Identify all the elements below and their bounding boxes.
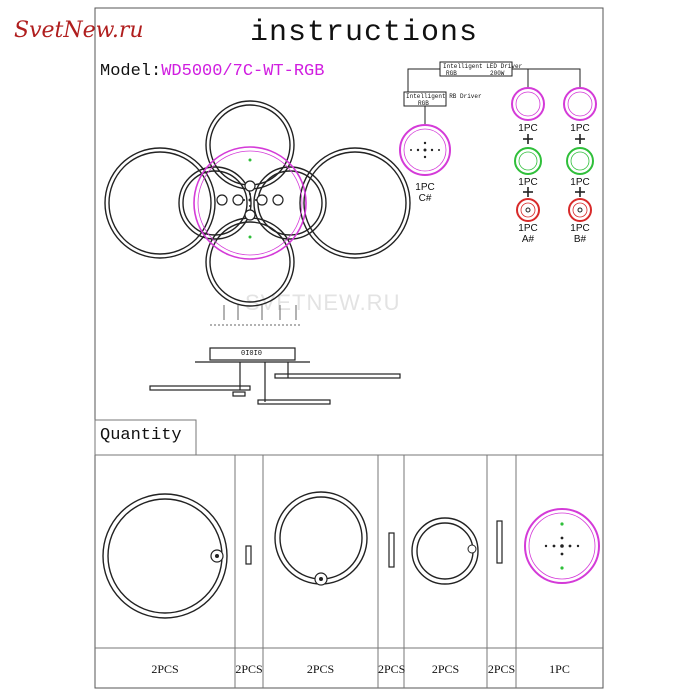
- quantity-table: [94, 419, 603, 688]
- led-dots-top-view: [243, 193, 257, 207]
- center-disc-magenta-inner: [197, 150, 303, 256]
- qty-center-disc: [524, 508, 600, 584]
- qty-count-7: 1PC: [549, 662, 570, 676]
- center-disc-magenta: [193, 146, 307, 260]
- connector-group: [216, 180, 284, 221]
- quantity-label: Quantity: [100, 426, 182, 445]
- piece-b-bot-name: B#: [573, 234, 587, 245]
- side-ring-right: [274, 373, 401, 379]
- piece-b-bot-count: 1PC: [570, 223, 590, 234]
- qty-count-1: 2PCS: [151, 662, 179, 676]
- side-ring-bottom: [257, 399, 331, 405]
- ring-bottom-inner: [209, 221, 291, 303]
- ring-left-inner: [108, 151, 212, 255]
- piece-b-top-count: 1PC: [570, 123, 590, 134]
- qty-count-6: 2PCS: [487, 662, 516, 676]
- qty-large-ring: [102, 493, 228, 619]
- qty-connector-1: [245, 545, 252, 565]
- model-label: Model:: [100, 62, 162, 81]
- remote-text: 0I0I0: [241, 350, 263, 358]
- piece-a-bot-ring: [516, 198, 540, 222]
- ring-right-inner: [303, 151, 407, 255]
- driver-watts: 200W: [490, 70, 505, 77]
- qty-connector-2: [388, 532, 395, 568]
- logo: SvetNew.ru: [14, 18, 144, 43]
- ring-mid-right-outer: [253, 166, 327, 240]
- qty-medium-ring: [274, 491, 368, 585]
- piece-a-mid-ring: [514, 147, 542, 175]
- connector: [216, 194, 228, 206]
- piece-c-leds: [410, 141, 440, 159]
- ring-right-outer: [299, 147, 411, 259]
- ring-mid-right-inner: [257, 170, 323, 236]
- qty-count-3: 2PCS: [306, 662, 335, 676]
- piece-a-bot-name: A#: [521, 234, 535, 245]
- piece-a-top-ring: [511, 87, 545, 121]
- piece-b-mid-count: 1PC: [570, 177, 590, 188]
- ring-left-outer: [104, 147, 216, 259]
- connector: [244, 209, 256, 221]
- piece-b-bot-label: 1PC B#: [560, 223, 600, 245]
- lamp-side-view: [149, 347, 401, 405]
- connector: [244, 180, 256, 192]
- connector: [232, 194, 244, 206]
- lamp-top-view: [104, 100, 411, 307]
- piece-c-count: 1PC: [415, 182, 435, 193]
- page-frame: [94, 7, 604, 689]
- ring-bottom-outer: [205, 217, 295, 307]
- piece-c-ring: [399, 124, 451, 176]
- ring-mid-left-outer: [178, 166, 252, 240]
- piece-a-mid-count: 1PC: [518, 177, 538, 188]
- piece-a-bot-label: 1PC A#: [508, 223, 548, 245]
- piece-b-top-ring: [563, 87, 597, 121]
- connector: [272, 194, 284, 206]
- plus-icons: [523, 134, 585, 197]
- driver-rgb: RGB: [446, 70, 457, 77]
- piece-a-bot-count: 1PC: [518, 223, 538, 234]
- wiring-diagram: [403, 61, 581, 125]
- base-plate: [209, 347, 296, 361]
- piece-b-bot-ring: [568, 198, 592, 222]
- side-ring-left: [149, 385, 251, 391]
- qty-count-2: 2PCS: [235, 662, 263, 676]
- page-title: instructions: [250, 16, 479, 50]
- model-line: Model:WD5000/7C-WT-RGB: [100, 62, 324, 81]
- piece-c-name: C#: [418, 193, 432, 204]
- rgb-driver-rgb: RGB: [418, 100, 429, 107]
- mounting-screws: [210, 305, 300, 326]
- rgb-driver-label: Intelligent RB Driver: [406, 93, 482, 100]
- piece-c-label: 1PC C#: [405, 182, 445, 204]
- driver-label: Intelligent LED Driver: [443, 63, 523, 70]
- piece-a-top-count: 1PC: [518, 123, 538, 134]
- qty-count-4: 2PCS: [378, 662, 406, 676]
- model-code: WD5000/7C-WT-RGB: [161, 62, 325, 81]
- watermark: SVETNEW.RU: [245, 290, 401, 315]
- qty-connector-3: [496, 520, 503, 564]
- piece-b-mid-ring: [566, 147, 594, 175]
- ring-top-outer: [205, 100, 295, 190]
- connector: [256, 194, 268, 206]
- qty-count-5: 2PCS: [431, 662, 460, 676]
- ring-mid-left-inner: [182, 170, 248, 236]
- qty-center-leds: [544, 536, 580, 556]
